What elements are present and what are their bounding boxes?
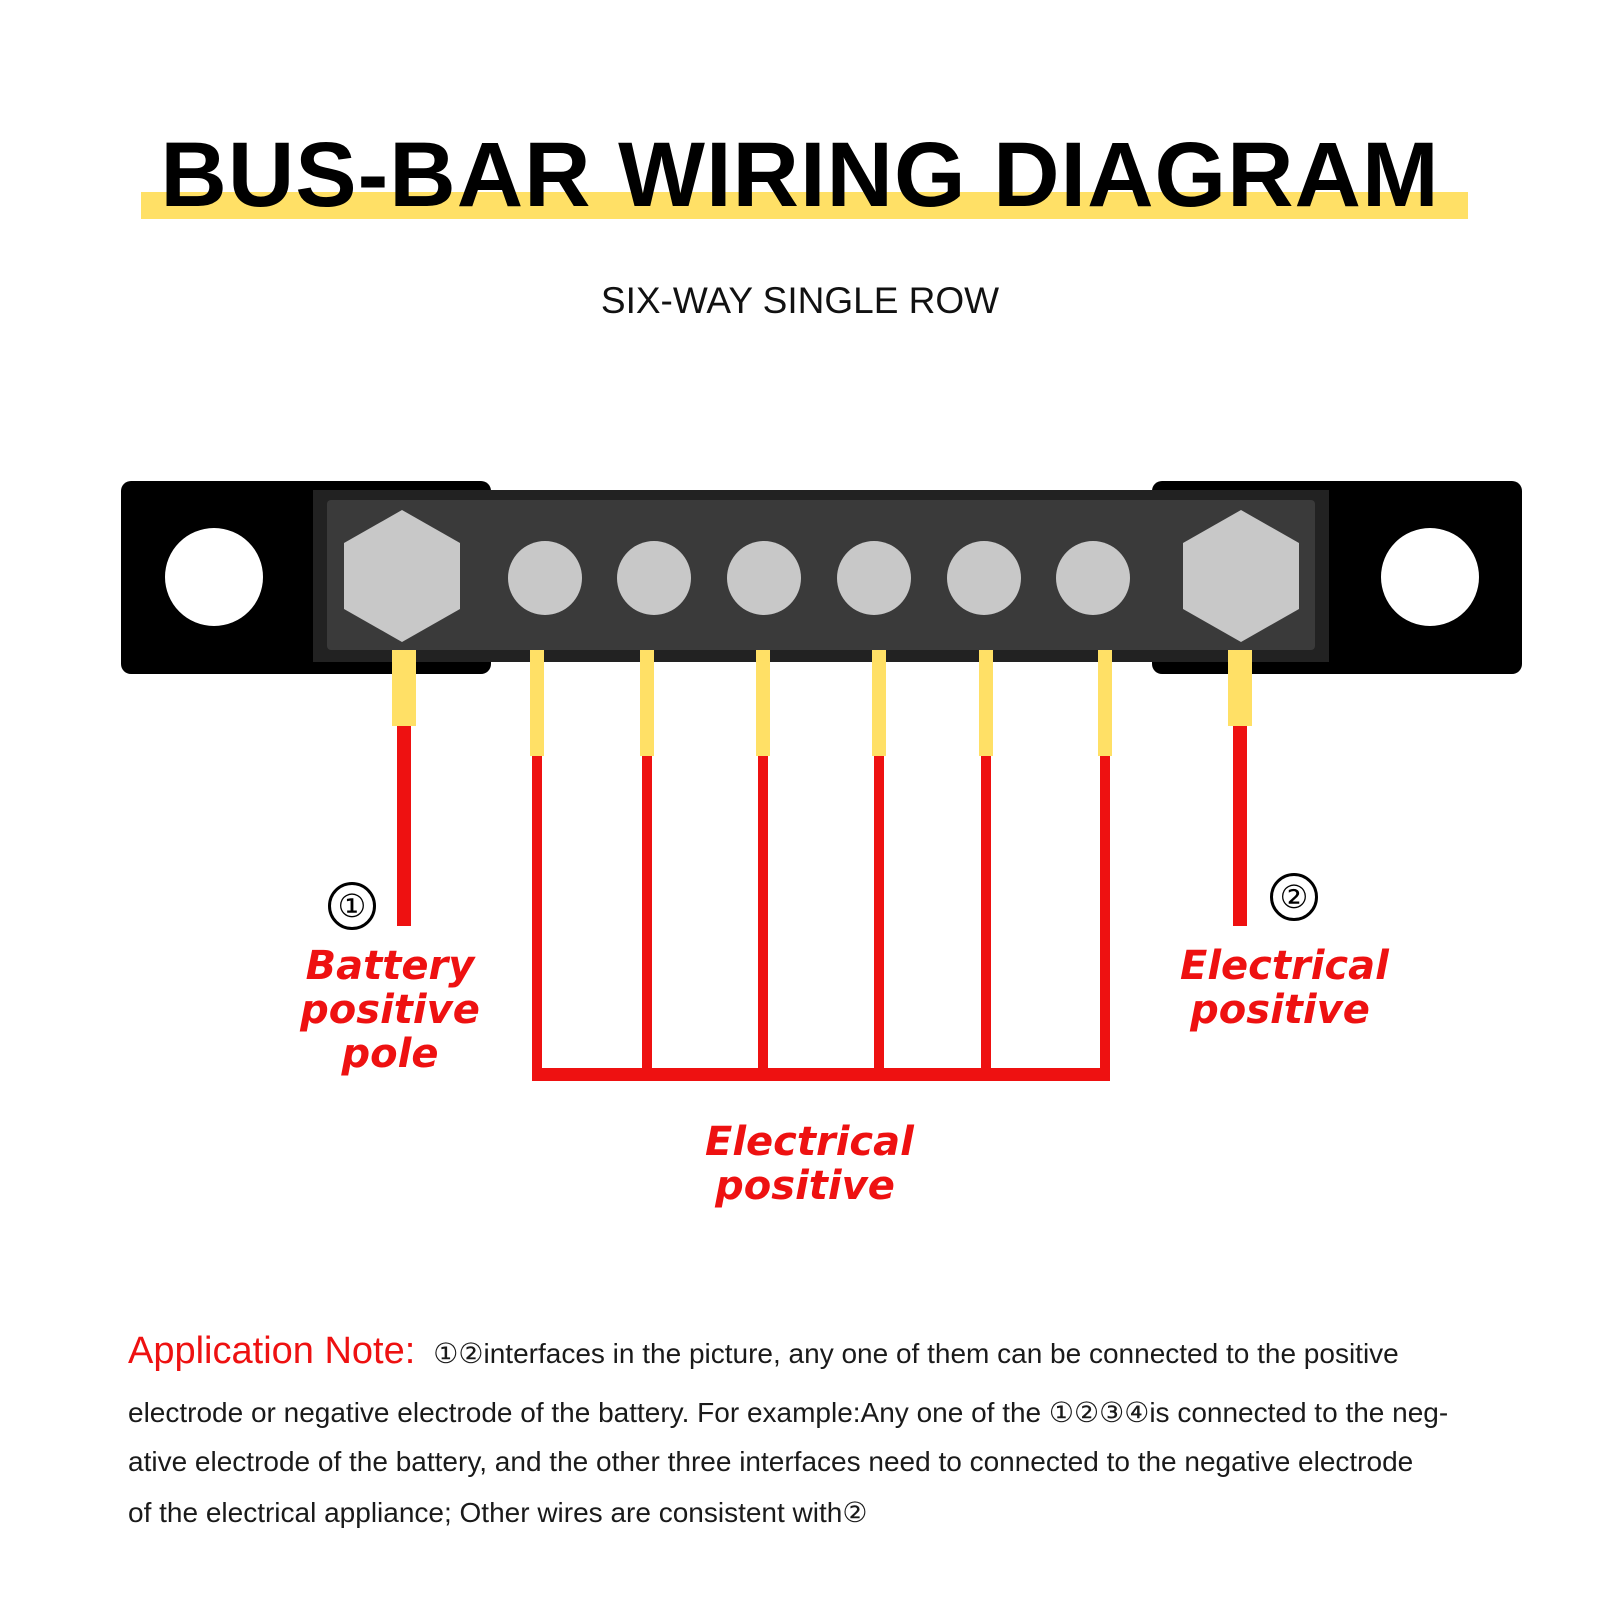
wire-1-sleeve [530, 650, 544, 756]
note-line-2: electrode or negative electrode of the b… [128, 1397, 1449, 1428]
small-terminal-1 [508, 541, 582, 615]
right-mount-hole [1381, 528, 1479, 626]
terminal-2-hex-bolt [1183, 510, 1299, 642]
terminal-1-sleeve [392, 650, 416, 726]
terminal-1-label: Battery positive pole [300, 943, 480, 1077]
terminal-1-wire [397, 726, 411, 926]
note-line-4: of the electrical appliance; Other wires… [128, 1497, 868, 1528]
terminal-2-label: Electrical positive [1180, 943, 1389, 1033]
wire-2-sleeve [640, 650, 654, 756]
terminal-2-sleeve [1228, 650, 1252, 726]
note-line-1: ①②interfaces in the picture, any one of … [433, 1338, 1399, 1369]
wire-3-sleeve [756, 650, 770, 756]
page-title: BUS-BAR WIRING DIAGRAM [160, 124, 1440, 226]
small-terminal-5 [947, 541, 1021, 615]
bundle-label: Electrical positive [705, 1119, 914, 1209]
wire-4-sleeve [872, 650, 886, 756]
terminal-1-hex-bolt [344, 510, 460, 642]
wire-3 [758, 756, 768, 1081]
page-subtitle: SIX-WAY SINGLE ROW [600, 280, 1000, 321]
wire-5-sleeve [979, 650, 993, 756]
busbar-strip [327, 500, 1315, 650]
small-terminal-4 [837, 541, 911, 615]
terminal-1-marker: ① [328, 882, 376, 930]
small-terminal-6 [1056, 541, 1130, 615]
note-heading: Application Note: [128, 1330, 416, 1372]
small-terminal-3 [727, 541, 801, 615]
title-highlight [141, 192, 1468, 219]
wire-5 [981, 756, 991, 1081]
joined-wire-bus [532, 1068, 1110, 1081]
wire-6 [1100, 756, 1110, 1081]
wire-1 [532, 756, 542, 1081]
wire-2 [642, 756, 652, 1081]
terminal-2-wire [1233, 726, 1247, 926]
left-mount-hole [165, 528, 263, 626]
wire-6-sleeve [1098, 650, 1112, 756]
small-terminal-2 [617, 541, 691, 615]
title-block: BUS-BAR WIRING DIAGRAM [0, 125, 1600, 225]
wire-4 [874, 756, 884, 1081]
note-line-3: ative electrode of the battery, and the … [128, 1446, 1414, 1477]
terminal-2-marker: ② [1270, 873, 1318, 921]
